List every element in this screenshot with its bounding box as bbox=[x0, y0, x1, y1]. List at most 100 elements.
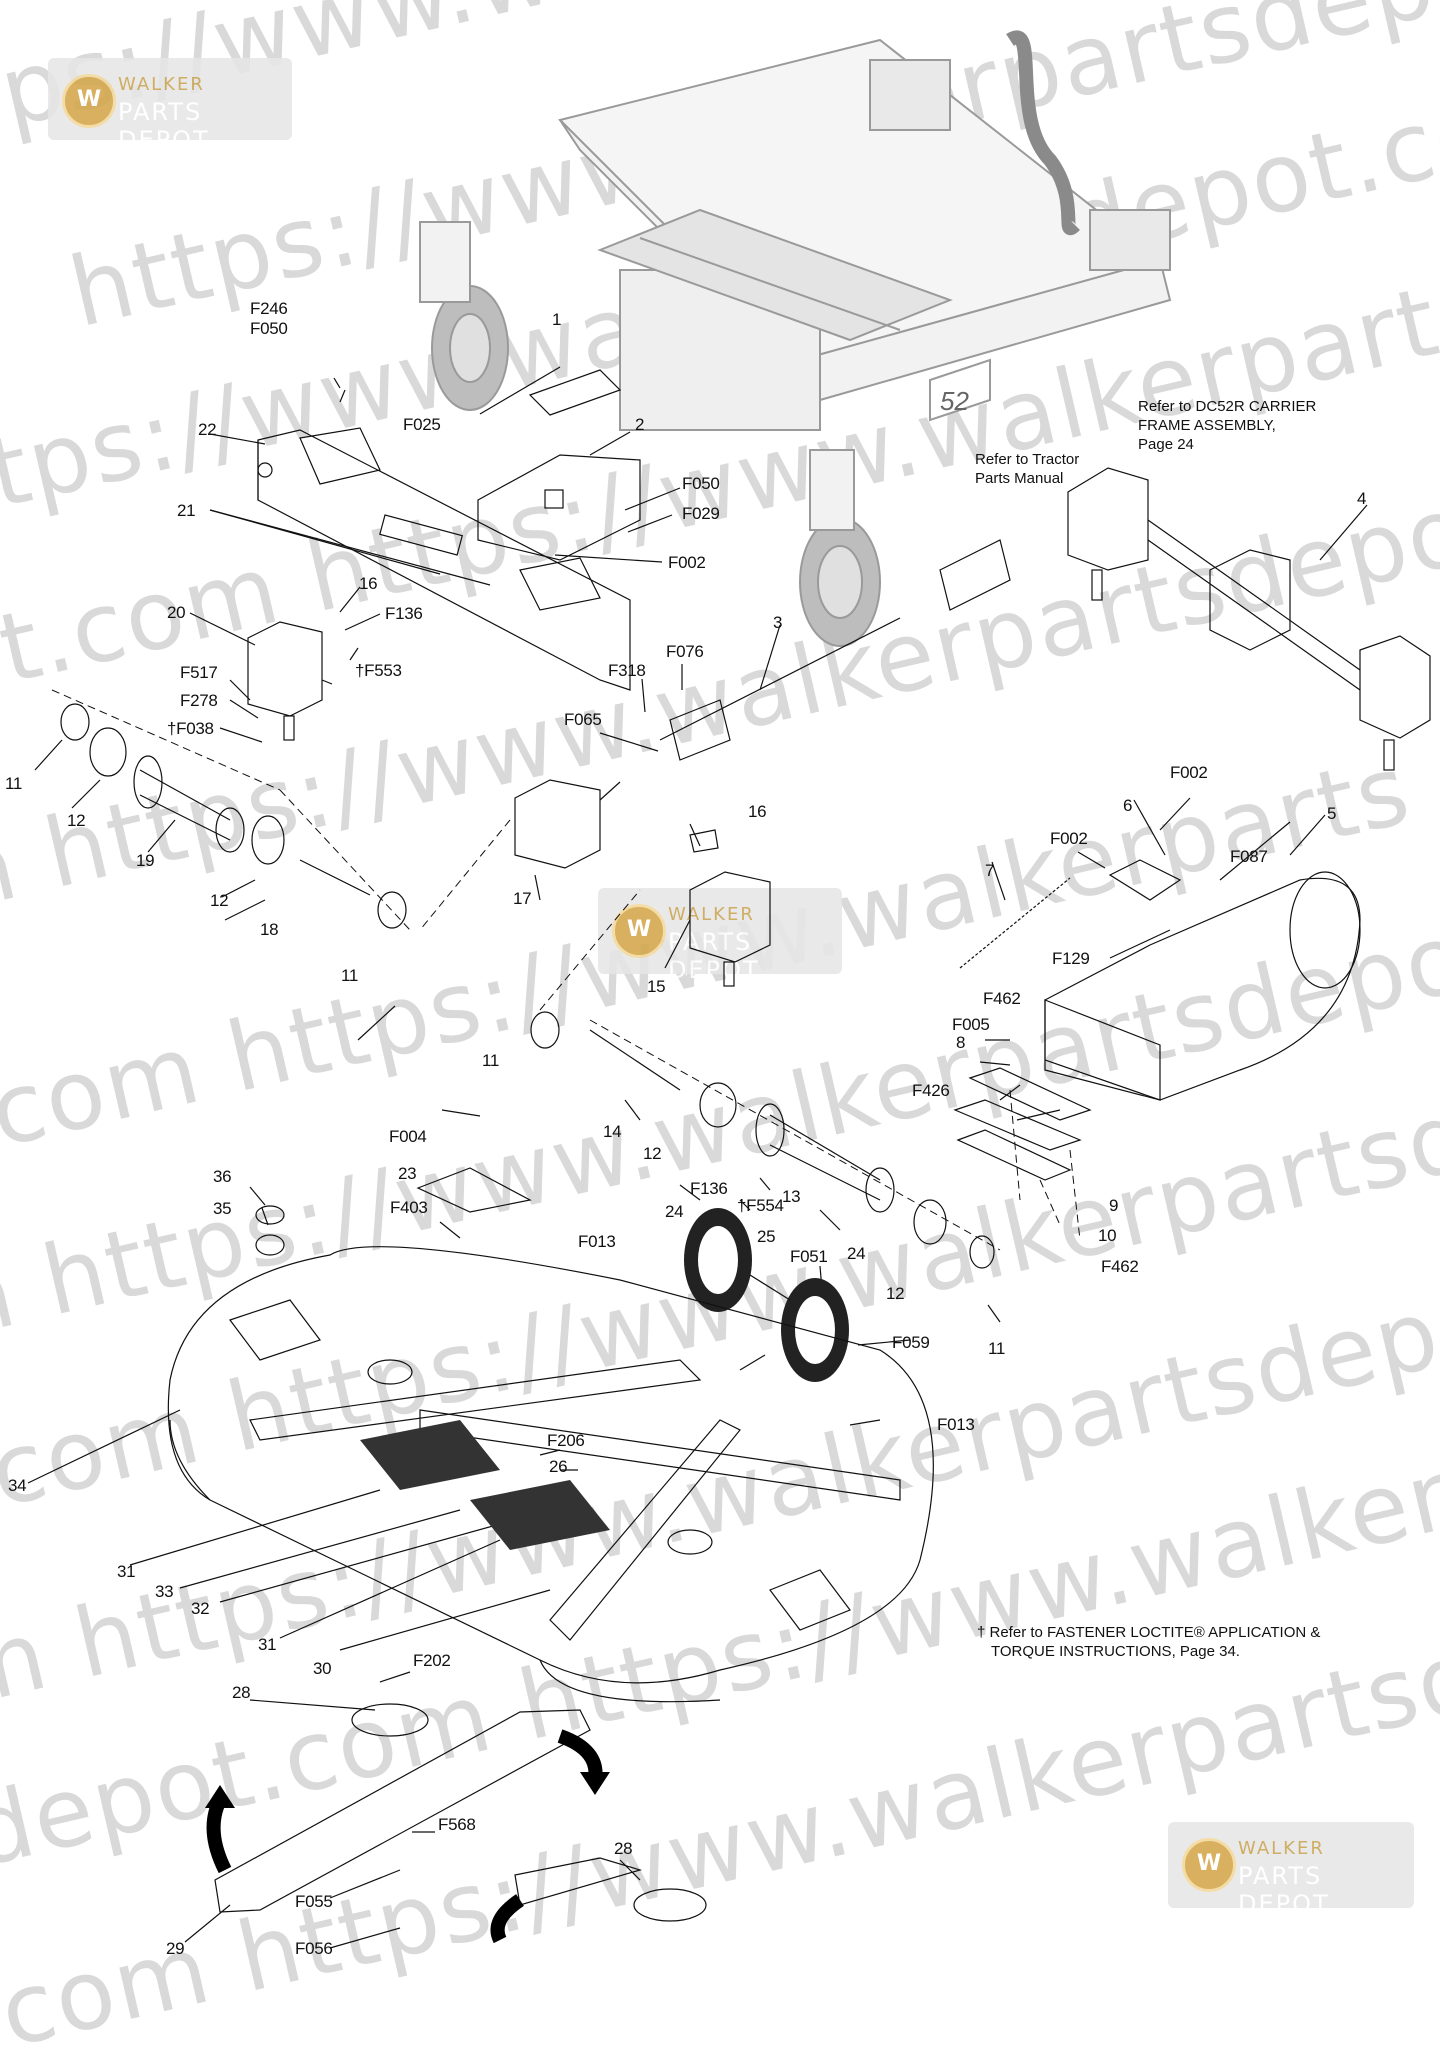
badge-line1: WALKER bbox=[118, 74, 205, 95]
callout-label: 2 bbox=[635, 415, 645, 434]
callout-label: 28 bbox=[614, 1839, 633, 1858]
callout-label: †F038 bbox=[167, 719, 214, 738]
callout-label: 11 bbox=[341, 966, 359, 985]
spring-7 bbox=[959, 877, 1071, 969]
callout-label: 11 bbox=[988, 1339, 1006, 1358]
belt-shield bbox=[257, 427, 631, 691]
bracket-2 bbox=[477, 454, 641, 561]
badge-line2: PARTS DEPOT bbox=[118, 98, 210, 154]
callout-label: 10 bbox=[1098, 1226, 1117, 1245]
callout-label: 11 bbox=[482, 1051, 500, 1070]
callout-label: F013 bbox=[578, 1232, 616, 1251]
drive-shaft-3 bbox=[659, 539, 1011, 761]
callout-label: F246 bbox=[250, 299, 288, 318]
callout-label: 21 bbox=[177, 501, 196, 520]
callout-label: F065 bbox=[564, 710, 602, 729]
callout-label: 12 bbox=[67, 811, 86, 830]
callout-label: 33 bbox=[155, 1582, 174, 1601]
callout-label: 22 bbox=[198, 420, 217, 439]
callout-label: 31 bbox=[117, 1562, 136, 1581]
callout-label: F206 bbox=[547, 1431, 585, 1450]
callout-label: 12 bbox=[210, 891, 229, 910]
callout-label: 8 bbox=[956, 1033, 966, 1052]
callout-label: F004 bbox=[389, 1127, 427, 1146]
callout-label: 28 bbox=[232, 1683, 251, 1702]
callout-label: F025 bbox=[403, 415, 441, 434]
loctite-note: † Refer to FASTENER LOCTITE® APPLICATION… bbox=[977, 1624, 1321, 1660]
hinge-plates bbox=[953, 1067, 1092, 1181]
callout-label: 16 bbox=[748, 802, 767, 821]
callout-label: F462 bbox=[983, 989, 1021, 1008]
callout-label: F051 bbox=[790, 1247, 828, 1266]
gearbox-15 bbox=[689, 829, 771, 987]
callout-label: 25 bbox=[757, 1227, 776, 1246]
callout-label: 11 bbox=[5, 774, 23, 793]
bracket-23 bbox=[416, 1167, 532, 1213]
callout-label: F129 bbox=[1052, 949, 1090, 968]
watermark-badge-top: W WALKER PARTS DEPOT bbox=[48, 58, 292, 154]
callout-label: 3 bbox=[773, 613, 783, 632]
callout-label: †F553 bbox=[355, 661, 402, 680]
callout-label: 4 bbox=[1357, 489, 1367, 508]
rotation-arrows bbox=[205, 1729, 610, 1944]
pulleys-24 bbox=[684, 1208, 849, 1382]
mower-deck bbox=[167, 1246, 934, 1703]
watermark-badge-middle: W WALKER PARTS DEPOT bbox=[598, 888, 842, 984]
callout-label: F136 bbox=[385, 604, 423, 623]
callout-label: 26 bbox=[549, 1457, 568, 1476]
discharge-chute-5 bbox=[1044, 871, 1361, 1101]
blades-29 bbox=[214, 1703, 707, 1922]
callout-label: F005 bbox=[952, 1015, 990, 1034]
callout-label: 15 bbox=[647, 977, 666, 996]
walker-logo-icon: W bbox=[612, 904, 666, 958]
callout-label: 14 bbox=[603, 1122, 622, 1141]
exploded-view-drawing: 52 bbox=[27, 30, 1431, 1949]
callout-label: F002 bbox=[1050, 829, 1088, 848]
walker-logo-icon: W bbox=[1182, 1838, 1236, 1892]
callout-label: F426 bbox=[912, 1081, 950, 1100]
callout-label: 18 bbox=[260, 920, 279, 939]
gearbox-20 bbox=[247, 621, 333, 741]
carrier-frame: 52 bbox=[419, 30, 1172, 647]
callout-label: F002 bbox=[668, 553, 706, 572]
callout-label: F013 bbox=[937, 1415, 975, 1434]
watermark-badge-bottom: W WALKER PARTS DEPOT bbox=[1168, 1822, 1414, 1918]
badge-line1: WALKER bbox=[1238, 1838, 1325, 1859]
callout-label: F050 bbox=[250, 319, 288, 338]
callout-label: F029 bbox=[682, 504, 720, 523]
tractor-manual-note: Refer to Tractor Parts Manual bbox=[975, 451, 1080, 487]
callout-label: 13 bbox=[782, 1187, 801, 1206]
callout-label: F076 bbox=[666, 642, 704, 661]
callout-label: 6 bbox=[1123, 796, 1133, 815]
badge-line2: PARTS DEPOT bbox=[668, 928, 760, 984]
callout-label: 36 bbox=[213, 1167, 232, 1186]
callout-label: F087 bbox=[1230, 847, 1268, 866]
callout-label: 1 bbox=[552, 310, 562, 329]
spindle-13 bbox=[530, 1011, 995, 1269]
callout-label: 7 bbox=[985, 861, 995, 880]
spindle-19 bbox=[60, 703, 407, 929]
callout-label: F002 bbox=[1170, 763, 1208, 782]
walker-logo-icon: W bbox=[62, 74, 116, 128]
callout-label: 20 bbox=[167, 603, 186, 622]
cover-plate-1 bbox=[528, 369, 622, 416]
callout-label: 16 bbox=[359, 574, 378, 593]
callout-label: F055 bbox=[295, 1892, 333, 1911]
callout-label: 35 bbox=[213, 1199, 232, 1218]
callout-label: F318 bbox=[608, 661, 646, 680]
callout-label: F462 bbox=[1101, 1257, 1139, 1276]
callout-label: 5 bbox=[1327, 804, 1337, 823]
callout-label: 12 bbox=[643, 1144, 662, 1163]
callout-label: 34 bbox=[8, 1476, 27, 1495]
callout-label: 29 bbox=[166, 1939, 185, 1958]
callout-label: 24 bbox=[847, 1244, 866, 1263]
carrier-frame-note: Refer to DC52R CARRIER FRAME ASSEMBLY, P… bbox=[1138, 398, 1317, 453]
callout-label: 32 bbox=[191, 1599, 210, 1618]
leader-lines bbox=[27, 366, 1368, 1949]
callout-label: 31 bbox=[258, 1635, 277, 1654]
washers-35-36 bbox=[255, 1205, 285, 1256]
badge-line2: PARTS DEPOT bbox=[1238, 1862, 1330, 1918]
callout-label: 12 bbox=[886, 1284, 905, 1303]
callout-label: F568 bbox=[438, 1815, 476, 1834]
callout-label: †F554 bbox=[737, 1196, 784, 1215]
